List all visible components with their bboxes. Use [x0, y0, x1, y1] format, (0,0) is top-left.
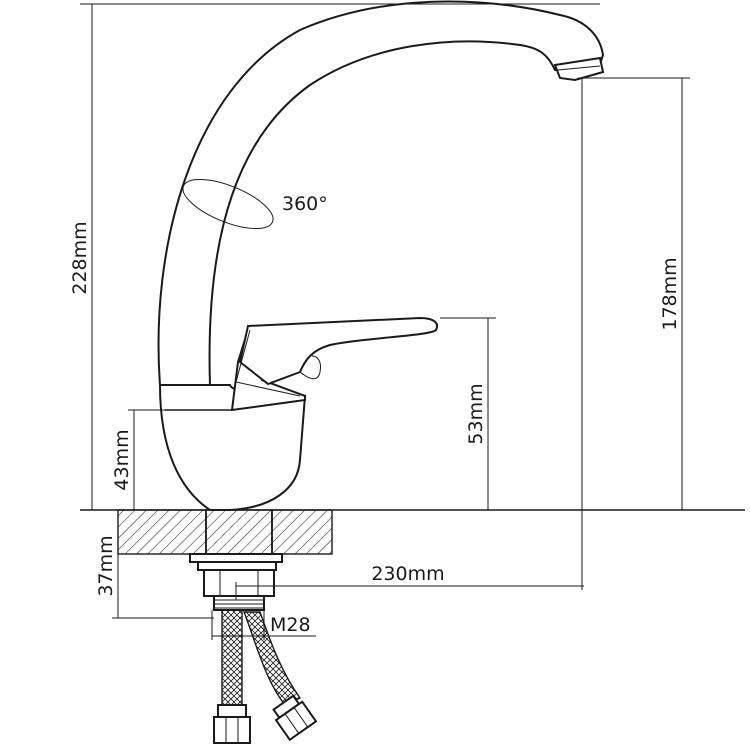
counter-section-right	[271, 509, 333, 555]
mounting-washer	[189, 553, 283, 563]
hose-nut-right	[274, 700, 318, 742]
dim-rotation: 360°	[282, 193, 328, 215]
dim-shank-length: 37mm	[95, 535, 117, 596]
counter-section-left	[117, 509, 207, 555]
dim-handle-height: 53mm	[465, 383, 487, 444]
mounting-assembly	[189, 553, 283, 611]
faucet-body	[157, 0, 605, 511]
handle-lever	[238, 316, 438, 386]
spout	[157, 0, 605, 386]
hose-nut-left	[213, 716, 251, 744]
dim-spout-reach: 230mm	[371, 563, 444, 585]
dimension-lines	[80, 3, 690, 640]
dimension-labels: 228mm 178mm 53mm 43mm 37mm 230mm M28 360…	[69, 193, 681, 636]
counter-section-middle	[205, 509, 273, 555]
aerator	[553, 56, 605, 82]
dim-base-height: 43mm	[111, 429, 133, 490]
dim-spout-height: 178mm	[659, 257, 681, 330]
rotation-ring	[182, 178, 274, 230]
hose-left	[221, 609, 243, 706]
handle-detail	[299, 355, 321, 380]
mounting-nut	[203, 569, 275, 597]
countertop	[80, 509, 745, 555]
dim-thread: M28	[270, 614, 311, 636]
dim-total-height: 228mm	[69, 221, 91, 294]
flexible-hoses	[213, 609, 318, 744]
